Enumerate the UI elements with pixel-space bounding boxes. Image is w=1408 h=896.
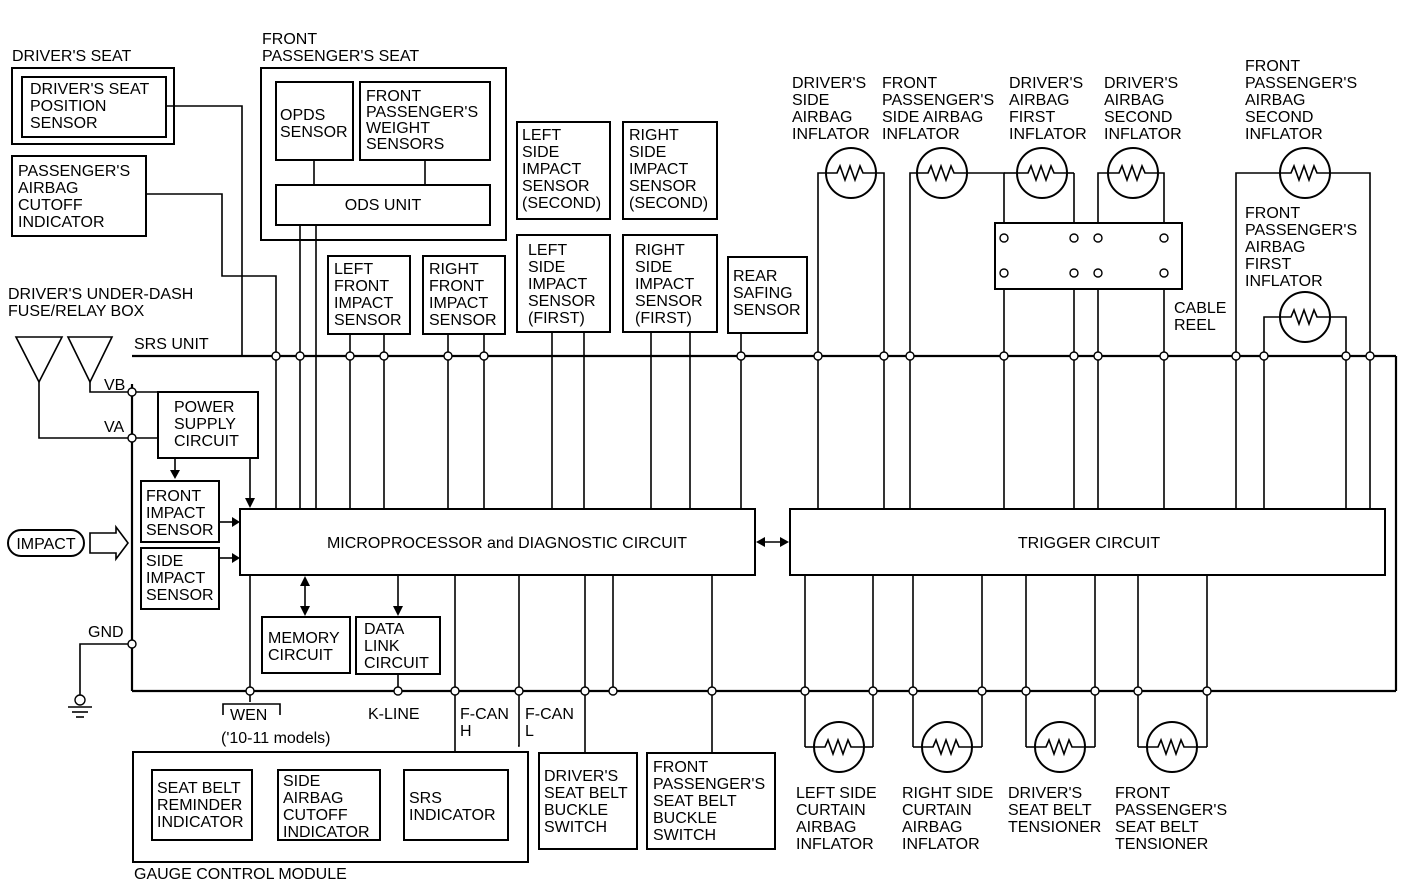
weight-sensors-label: FRONT PASSENGER'S WEIGHT SENSORS — [366, 88, 483, 153]
top-bus-wires — [275, 332, 742, 509]
drivers-seat-position-sensor-box — [21, 76, 167, 138]
microprocessor-label: MICROPROCESSOR and DIAGNOSTIC CIRCUIT — [327, 535, 687, 552]
impact-arrow-icon — [89, 524, 129, 562]
drivers-airbag-first-inflator-label: DRIVER'S AIRBAG FIRST INFLATOR — [1009, 75, 1088, 143]
trigger-bottom-wires — [804, 575, 1208, 747]
gnd-label: GND — [88, 624, 124, 641]
right-side-impact-sensor-second-box — [622, 121, 718, 220]
microprocessor-box — [239, 508, 756, 576]
right-front-impact-sensor-label: RIGHT FRONT IMPACT SENSOR — [429, 261, 497, 329]
opds-sensor-box — [275, 81, 354, 161]
srs-unit-label: SRS UNIT — [134, 336, 209, 353]
srs-indicator-label: SRS INDICATOR — [409, 790, 496, 824]
right-side-curtain-airbag-inflator-label: RIGHT SIDE CURTAIN AIRBAG INFLATOR — [902, 785, 998, 853]
front-passengers-side-airbag-inflator-label: FRONT PASSENGER'S SIDE AIRBAG INFLATOR — [882, 75, 999, 143]
left-front-impact-sensor-label: LEFT FRONT IMPACT SENSOR — [334, 261, 402, 329]
right-side-impact-sensor-first-box — [622, 234, 718, 333]
cable-reel-contacts — [999, 233, 1169, 278]
drivers-seat-label: DRIVER'S SEAT — [12, 48, 131, 65]
front-passengers-seat-belt-tensioner-label: FRONT PASSENGER'S SEAT BELT TENSIONER — [1115, 785, 1232, 853]
data-link-circuit-label: DATA LINK CIRCUIT — [364, 621, 429, 672]
drivers-side-airbag-inflator-label: DRIVER'S SIDE AIRBAG INFLATOR — [792, 75, 871, 143]
side-airbag-cutoff-indicator-box — [277, 769, 381, 841]
trigger-circuit-label: TRIGGER CIRCUIT — [1018, 535, 1160, 552]
left-side-curtain-airbag-inflator-icon — [805, 721, 873, 773]
right-side-impact-sensor-first-label: RIGHT SIDE IMPACT SENSOR (FIRST) — [635, 242, 707, 327]
ground-icon — [68, 694, 92, 718]
wen-label: WEN — [230, 707, 267, 724]
fuse-icon — [14, 336, 114, 384]
vb-label: VB — [104, 377, 125, 394]
bottom-bus-wires-left — [249, 575, 713, 691]
drivers-airbag-first-inflator-icon — [1016, 147, 1068, 199]
wen-bracket — [222, 703, 281, 715]
front-passengers-airbag-second-inflator-label: FRONT PASSENGER'S AIRBAG SECOND INFLATOR — [1245, 58, 1362, 143]
f-can-l-label: F-CAN L — [525, 706, 578, 740]
va-label: VA — [104, 419, 124, 436]
front-passengers-side-airbag-inflator-icon — [916, 147, 968, 199]
rear-safing-sensor-label: REAR SAFING SENSOR — [733, 268, 801, 319]
side-impact-sensor-label: SIDE IMPACT SENSOR — [146, 553, 214, 604]
trigger-top-wires — [817, 356, 1371, 509]
drivers-seat-belt-buckle-switch-label: DRIVER'S SEAT BELT BUCKLE SWITCH — [544, 768, 632, 836]
left-side-curtain-airbag-inflator-label: LEFT SIDE CURTAIN AIRBAG INFLATOR — [796, 785, 881, 853]
front-passengers-seat-belt-buckle-switch-label: FRONT PASSENGER'S SEAT BELT BUCKLE SWITC… — [653, 759, 770, 844]
left-side-impact-sensor-first-label: LEFT SIDE IMPACT SENSOR (FIRST) — [528, 242, 600, 327]
srs-indicator-box — [403, 769, 509, 841]
memory-circuit-box — [261, 616, 351, 674]
passengers-airbag-cutoff-indicator-box — [11, 155, 147, 237]
passengers-airbag-cutoff-indicator-label: PASSENGER'S AIRBAG CUTOFF INDICATOR — [18, 163, 135, 231]
top-bus-terminals — [271, 351, 1375, 361]
front-passengers-seat-belt-tensioner-icon — [1138, 721, 1207, 773]
cable-reel-label: CABLE REEL — [1174, 300, 1231, 334]
ods-unit-label: ODS UNIT — [345, 197, 422, 214]
drivers-seat-belt-tensioner-label: DRIVER'S SEAT BELT TENSIONER — [1008, 785, 1101, 836]
side-airbag-cutoff-indicator-label: SIDE AIRBAG CUTOFF INDICATOR — [283, 773, 370, 841]
front-impact-sensor-box — [140, 480, 220, 543]
fuse-relay-box-label: DRIVER'S UNDER-DASH FUSE/RELAY BOX — [8, 286, 198, 320]
opds-sensor-label: OPDS SENSOR — [280, 107, 348, 141]
front-passengers-seat-label: FRONT PASSENGER'S SEAT — [262, 31, 419, 65]
rear-safing-sensor-box — [727, 256, 808, 334]
drivers-seat-belt-tensioner-icon — [1026, 721, 1095, 773]
front-passengers-airbag-first-inflator-icon — [1279, 291, 1331, 343]
drivers-side-airbag-inflator-icon — [825, 147, 877, 199]
bottom-bus-terminals — [245, 686, 1212, 696]
right-side-impact-sensor-second-label: RIGHT SIDE IMPACT SENSOR (SECOND) — [629, 127, 708, 212]
trigger-circuit-box — [789, 508, 1386, 576]
drivers-seat-belt-buckle-switch-box — [538, 752, 638, 850]
left-side-impact-sensor-second-box — [516, 121, 611, 220]
ods-unit-box — [275, 184, 491, 226]
cable-reel-box — [994, 222, 1183, 290]
drivers-seat-position-sensor-label: DRIVER'S SEAT POSITION SENSOR — [30, 81, 153, 132]
drivers-airbag-second-inflator-label: DRIVER'S AIRBAG SECOND INFLATOR — [1104, 75, 1183, 143]
impact-pill — [7, 529, 85, 557]
seat-belt-reminder-indicator-label: SEAT BELT REMINDER INDICATOR — [157, 780, 247, 831]
k-line-label: K-LINE — [368, 706, 420, 723]
models-note-label: ('10-11 models) — [221, 730, 330, 747]
left-side-impact-sensor-first-box — [516, 234, 611, 333]
right-side-curtain-airbag-inflator-icon — [913, 721, 982, 773]
right-front-impact-sensor-box — [422, 255, 506, 335]
impact-label: IMPACT — [16, 536, 75, 553]
front-passengers-airbag-second-inflator-icon — [1279, 147, 1331, 199]
drivers-airbag-second-inflator-icon — [1107, 147, 1159, 199]
front-passengers-airbag-first-inflator-label: FRONT PASSENGER'S AIRBAG FIRST INFLATOR — [1245, 205, 1362, 290]
gauge-control-module-label: GAUGE CONTROL MODULE — [134, 866, 347, 883]
data-link-circuit-box — [355, 616, 441, 675]
left-front-impact-sensor-box — [327, 255, 411, 335]
left-terminals — [127, 387, 137, 649]
front-passengers-seat-belt-buckle-switch-box — [646, 752, 776, 850]
left-side-impact-sensor-second-label: LEFT SIDE IMPACT SENSOR (SECOND) — [522, 127, 601, 212]
side-impact-sensor-box — [140, 547, 220, 610]
seat-belt-reminder-indicator-box — [151, 769, 253, 841]
f-can-h-label: F-CAN H — [460, 706, 513, 740]
memory-circuit-label: MEMORY CIRCUIT — [268, 630, 344, 664]
front-impact-sensor-label: FRONT IMPACT SENSOR — [146, 488, 214, 539]
power-supply-circuit-box — [157, 391, 259, 459]
power-supply-circuit-label: POWER SUPPLY CIRCUIT — [174, 399, 240, 450]
